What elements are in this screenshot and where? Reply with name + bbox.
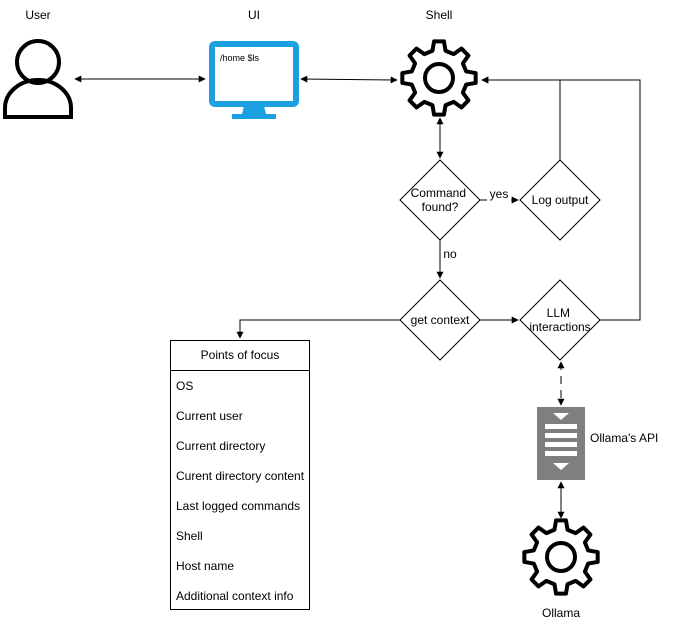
log-output-node (519, 159, 601, 241)
no-label: no (443, 247, 457, 261)
command-found-label: Command found? (411, 186, 470, 214)
shell-label: Shell (426, 8, 453, 22)
ui-shell-edge (300, 75, 398, 84)
gear-icon (522, 518, 600, 596)
ollama-api-label: Ollama's API (590, 431, 658, 445)
list-item: Additional context info (176, 589, 294, 603)
context-focus-edge (236, 319, 400, 339)
list-item: Host name (176, 559, 235, 573)
list-item: Shell (176, 529, 203, 543)
list-item: Last logged commands (176, 499, 301, 513)
gear-hole (545, 541, 577, 573)
ollama-label: Ollama (542, 606, 580, 620)
list-item: Curent directory content (176, 469, 305, 483)
log-shell-edge (481, 76, 561, 160)
queue-icon (537, 407, 585, 480)
get-context-node (399, 279, 481, 361)
monitor-icon (209, 41, 299, 119)
ui-screen-text: /home $ls (220, 53, 260, 63)
ui-label: UI (248, 8, 260, 22)
log-output-label: Log output (532, 193, 589, 207)
gear-icon (400, 39, 478, 117)
llm-interactions-label: LLM interactions (529, 306, 590, 334)
llm-shell-edge (481, 76, 641, 321)
llm-interactions-node (519, 279, 601, 361)
points-of-focus-box: Points of focus OS Current user Current … (170, 340, 310, 610)
gear-hole (423, 62, 455, 94)
gear-outline (400, 39, 478, 117)
list-item: Current user (176, 409, 243, 423)
get-context-label: get context (411, 313, 470, 327)
list-item: Current directory (176, 439, 266, 453)
list-item: OS (176, 379, 194, 393)
connectors (74, 75, 641, 519)
points-of-focus-title: Points of focus (171, 341, 309, 371)
yes-label: yes (490, 187, 509, 201)
user-icon (3, 39, 73, 119)
user-label: User (25, 8, 50, 22)
gear-outline (522, 518, 600, 596)
points-of-focus-list: OS Current user Current directory Curent… (171, 371, 309, 611)
